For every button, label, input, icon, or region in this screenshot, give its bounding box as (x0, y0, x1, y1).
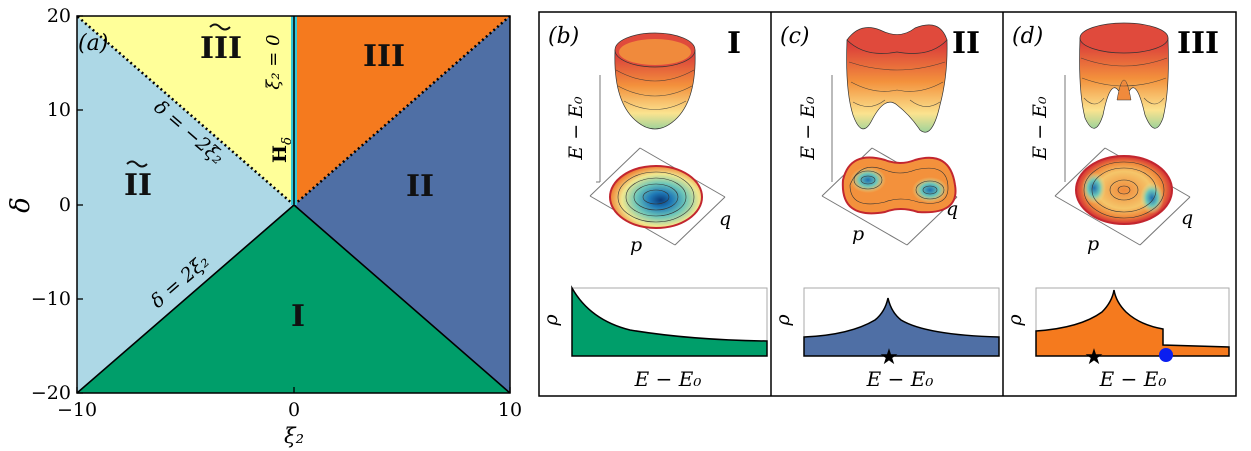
energy-axis-label: E − E₀ (565, 96, 587, 161)
panel-d: (d) III (1004, 22, 1230, 391)
phase-diagram-panel: 20 10 0 −10 −20 −10 0 10 ξ₂ δ (a) I II I… (6, 5, 522, 448)
annotation-xi2-zero: ξ₂ = 0 (263, 34, 284, 89)
x-axis-label: E − E₀ (866, 367, 934, 391)
x-tick-label: 10 (498, 399, 522, 421)
rho-label: ρ (540, 314, 562, 327)
p-axis-label: p (852, 223, 864, 245)
panel-tag: (b) (548, 24, 579, 49)
tilde-marks (126, 23, 231, 168)
region-label-III: III (363, 39, 405, 74)
q-axis-label: q (946, 198, 958, 220)
potential-surface-3d (846, 24, 948, 133)
svg-text:δ: δ (280, 137, 295, 145)
energy-axis-label: E − E₀ (797, 96, 819, 161)
region-label-II-tilde: II (124, 168, 152, 203)
y-tick-label: 10 (47, 99, 71, 121)
y-tick-marks (77, 15, 83, 394)
panel-b: (b) I (540, 24, 768, 391)
region-II (294, 16, 510, 393)
phase-label: I (727, 26, 741, 61)
y-tick-label: −10 (31, 288, 71, 310)
star-marker: ★ (879, 345, 899, 370)
boundary-lower (76, 204, 295, 394)
x-tick-label: −10 (57, 399, 97, 421)
potential-surface-3d (1079, 22, 1169, 129)
star-marker: ★ (1084, 345, 1104, 370)
contour-plot (841, 156, 957, 215)
region-II-tilde (77, 16, 294, 393)
p-axis-label: p (1087, 233, 1099, 255)
rho-label: ρ (772, 314, 794, 327)
density-of-states-plot (1035, 287, 1230, 357)
boundary-lower-right (293, 204, 511, 394)
x-tick-marks (76, 387, 511, 393)
y-axis-label: δ (6, 197, 36, 213)
svg-text:H: H (269, 145, 291, 163)
density-of-states-plot (571, 285, 768, 357)
phase-label: III (1177, 26, 1219, 61)
region-I (77, 205, 510, 393)
panel-c: (c) II (772, 24, 1000, 391)
q-axis-label: q (719, 208, 731, 230)
potential-surface-3d (614, 32, 696, 130)
x-axis-label: E − E₀ (634, 367, 702, 391)
y-tick-label: −20 (31, 382, 71, 404)
y-tick-label: 20 (47, 5, 71, 27)
contour-plot (1075, 155, 1173, 225)
phase-label: II (952, 26, 980, 61)
panel-tag: (c) (780, 24, 810, 49)
y-tick-label: 0 (59, 194, 71, 216)
region-label-III-tilde: III (200, 31, 242, 66)
panel-tag-a: (a) (78, 31, 108, 56)
right-panels-frame (538, 11, 1237, 397)
annotation-h-delta: H δ (269, 137, 295, 163)
p-axis-label: p (630, 234, 642, 256)
x-axis-label: ξ₂ (284, 424, 304, 448)
panel-tag: (d) (1012, 24, 1043, 49)
rho-label: ρ (1004, 314, 1026, 327)
energy-axis-label: E − E₀ (1029, 96, 1051, 161)
region-label-II: II (406, 169, 434, 204)
density-of-states-plot (803, 287, 1000, 357)
q-axis-label: q (1181, 207, 1193, 229)
blue-dot-marker (1159, 348, 1173, 362)
region-label-I: I (291, 299, 305, 334)
x-tick-label: 0 (288, 399, 300, 421)
contour-plot (609, 165, 703, 229)
x-axis-label: E − E₀ (1099, 367, 1167, 391)
